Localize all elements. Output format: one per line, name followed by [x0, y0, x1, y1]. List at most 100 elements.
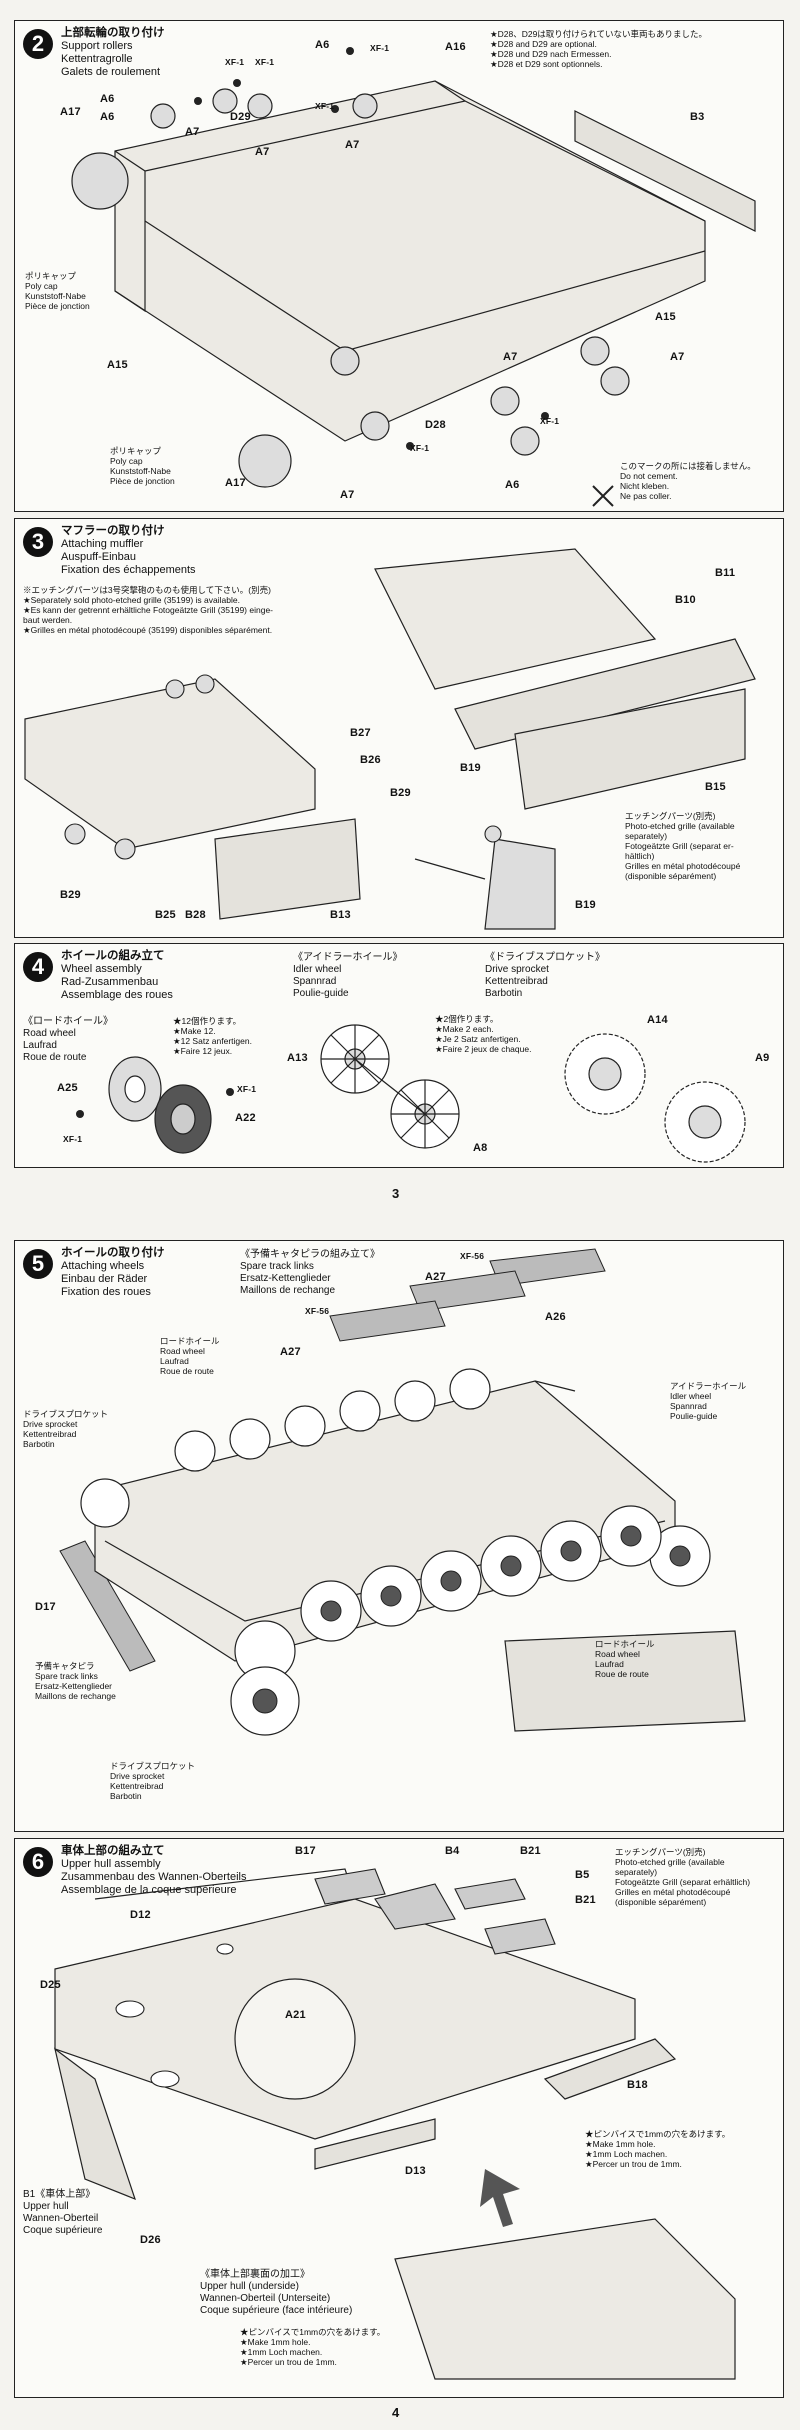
part-label: D28 — [425, 419, 446, 431]
part-label: D26 — [140, 2234, 161, 2246]
step-6-panel: 6 車体上部の組み立て Upper hull assembly Zusammen… — [14, 1838, 784, 2398]
part-label: B28 — [185, 909, 206, 921]
part-label: A25 — [57, 1082, 78, 1094]
upper-hull-label: B1《車体上部》 Upper hull Wannen-Oberteil Coqu… — [23, 2189, 103, 2236]
part-label: A7 — [670, 351, 685, 363]
part-label: B17 — [295, 1845, 316, 1857]
part-label: A14 — [647, 1014, 668, 1026]
spare-track-heading: 《予備キャタピラの組み立て》 Spare track links Ersatz-… — [240, 1249, 380, 1296]
page-number: 4 — [392, 2405, 400, 2420]
step-2-panel: 2 上部転輪の取り付け Support rollers Kettentragro… — [14, 20, 784, 512]
part-label: B10 — [675, 594, 696, 606]
make-12-note: ★12個作ります。 ★Make 12. ★12 Satz anfertigen.… — [173, 1016, 252, 1056]
wheel-assembly-diagram — [76, 1024, 746, 1163]
part-label: A13 — [287, 1052, 308, 1064]
part-label: D25 — [40, 1979, 61, 1991]
paint-label: XF-56 — [460, 1251, 485, 1261]
part-label: A6 — [315, 39, 330, 51]
paint-label: XF-1 — [225, 57, 245, 67]
support-rollers-diagram — [71, 47, 756, 507]
part-label: B25 — [155, 909, 176, 921]
etched-part-label: エッチングパーツ(別売) Photo-etched grille (availa… — [625, 811, 741, 881]
part-label: B11 — [715, 567, 736, 579]
paint-label: XF-1 — [315, 101, 335, 111]
part-label: A6 — [100, 93, 115, 105]
part-label: A27 — [425, 1271, 446, 1283]
muffler-diagram — [24, 548, 756, 930]
part-label: A17 — [225, 477, 246, 489]
do-not-cement-note: このマークの所には接着しません。 Do not cement. Nicht kl… — [620, 461, 756, 501]
part-label: B21 — [575, 1894, 596, 1906]
page-number: 3 — [392, 1186, 400, 1201]
step-number: 3 — [23, 527, 53, 557]
part-label: B4 — [445, 1845, 460, 1857]
part-label: A27 — [280, 1346, 301, 1358]
optional-note: ★D28、D29は取り付けられていない車両もありました。 ★D28 and D2… — [490, 29, 708, 69]
make-2-note: ★2個作ります。 ★Make 2 each. ★Je 2 Satz anfert… — [435, 1014, 532, 1054]
step-title: ホイールの組み立て Wheel assembly Rad-Zusammenbau… — [61, 950, 173, 1001]
part-label: A7 — [185, 126, 200, 138]
part-label: A15 — [655, 311, 676, 323]
part-label: A16 — [445, 41, 466, 53]
part-label: B3 — [690, 111, 705, 123]
step-number: 4 — [23, 952, 53, 982]
part-label: A22 — [235, 1112, 256, 1124]
drive-sprocket-label: ドライブスプロケット Drive sprocket Kettentreibrad… — [110, 1761, 196, 1801]
road-wheel-heading: 《ロードホイール》 Road wheel Laufrad Roue de rou… — [23, 1016, 113, 1063]
idler-wheel-label: アイドラーホイール Idler wheel Spannrad Poulie-gu… — [670, 1381, 747, 1421]
spare-track-links-label: 予備キャタピラ Spare track links Ersatz-Ketteng… — [35, 1661, 116, 1701]
step-3-panel: 3 マフラーの取り付け Attaching muffler Auspuff-Ei… — [14, 518, 784, 938]
paint-label: XF-1 — [370, 43, 390, 53]
step-title: ホイールの取り付け Attaching wheels Einbau der Rä… — [61, 1247, 165, 1298]
road-wheel-label: ロードホイール Road wheel Laufrad Roue de route — [595, 1639, 655, 1679]
polycap-label: ポリキャップ Poly cap Kunststoff-Nabe Pièce de… — [25, 271, 90, 311]
step-number: 2 — [23, 29, 53, 59]
part-label: B19 — [460, 762, 481, 774]
part-label: B13 — [330, 909, 351, 921]
part-label: B27 — [350, 727, 371, 739]
step-title: マフラーの取り付け Attaching muffler Auspuff-Einb… — [61, 525, 196, 576]
idler-heading: 《アイドラーホイール》 Idler wheel Spannrad Poulie-… — [293, 952, 403, 999]
step-number: 5 — [23, 1249, 53, 1279]
part-label: A7 — [255, 146, 270, 158]
part-label: A6 — [505, 479, 520, 491]
part-label: D29 — [230, 111, 251, 123]
part-label: A15 — [107, 359, 128, 371]
upper-hull-diagram — [54, 1868, 736, 2380]
paint-label: XF-1 — [540, 416, 560, 426]
part-label: B19 — [575, 899, 596, 911]
part-label: B21 — [520, 1845, 541, 1857]
step-4-panel: 4 ホイールの組み立て Wheel assembly Rad-Zusammenb… — [14, 943, 784, 1168]
paint-label: XF-1 — [237, 1084, 257, 1094]
part-label: A9 — [755, 1052, 770, 1064]
step-number: 6 — [23, 1847, 53, 1877]
wheel-installation-diagram — [59, 1248, 746, 1736]
road-wheel-label: ロードホイール Road wheel Laufrad Roue de route — [160, 1336, 220, 1376]
etched-note: ※エッチングパーツは3号突撃砲のものも使用して下さい。(別売) ★Separat… — [23, 585, 274, 635]
part-label: A17 — [60, 106, 81, 118]
part-label: A7 — [340, 489, 355, 501]
part-label: A21 — [285, 2009, 306, 2021]
paint-label: XF-1 — [410, 443, 430, 453]
part-label: B15 — [705, 781, 726, 793]
part-label: D12 — [130, 1909, 151, 1921]
part-label: D13 — [405, 2165, 426, 2177]
etched-part-label: エッチングパーツ(別売) Photo-etched grille (availa… — [615, 1847, 751, 1907]
step-5-panel: 5 ホイールの取り付け Attaching wheels Einbau der … — [14, 1240, 784, 1832]
part-label: A7 — [503, 351, 518, 363]
step-title: 上部転輪の取り付け Support rollers Kettentragroll… — [61, 27, 165, 78]
sprocket-heading: 《ドライブスプロケット》 Drive sprocket Kettentreibr… — [485, 952, 605, 999]
paint-label: XF-1 — [63, 1134, 83, 1144]
drive-sprocket-label: ドライブスプロケット Drive sprocket Kettentreibrad… — [23, 1409, 109, 1449]
part-label: A7 — [345, 139, 360, 151]
underside-heading: 《車体上部裏面の加工》 Upper hull (underside) Wanne… — [200, 2269, 353, 2316]
part-label: B29 — [390, 787, 411, 799]
part-label: A26 — [545, 1311, 566, 1323]
paint-label: XF-1 — [255, 57, 275, 67]
part-label: A8 — [473, 1142, 488, 1154]
drill-hole-note: ★ピンバイスで1mmの穴をあけます。 ★Make 1mm hole. ★1mm … — [585, 2129, 731, 2169]
part-label: A6 — [100, 111, 115, 123]
part-label: B29 — [60, 889, 81, 901]
paint-label: XF-56 — [305, 1306, 330, 1316]
part-label: D17 — [35, 1601, 56, 1613]
